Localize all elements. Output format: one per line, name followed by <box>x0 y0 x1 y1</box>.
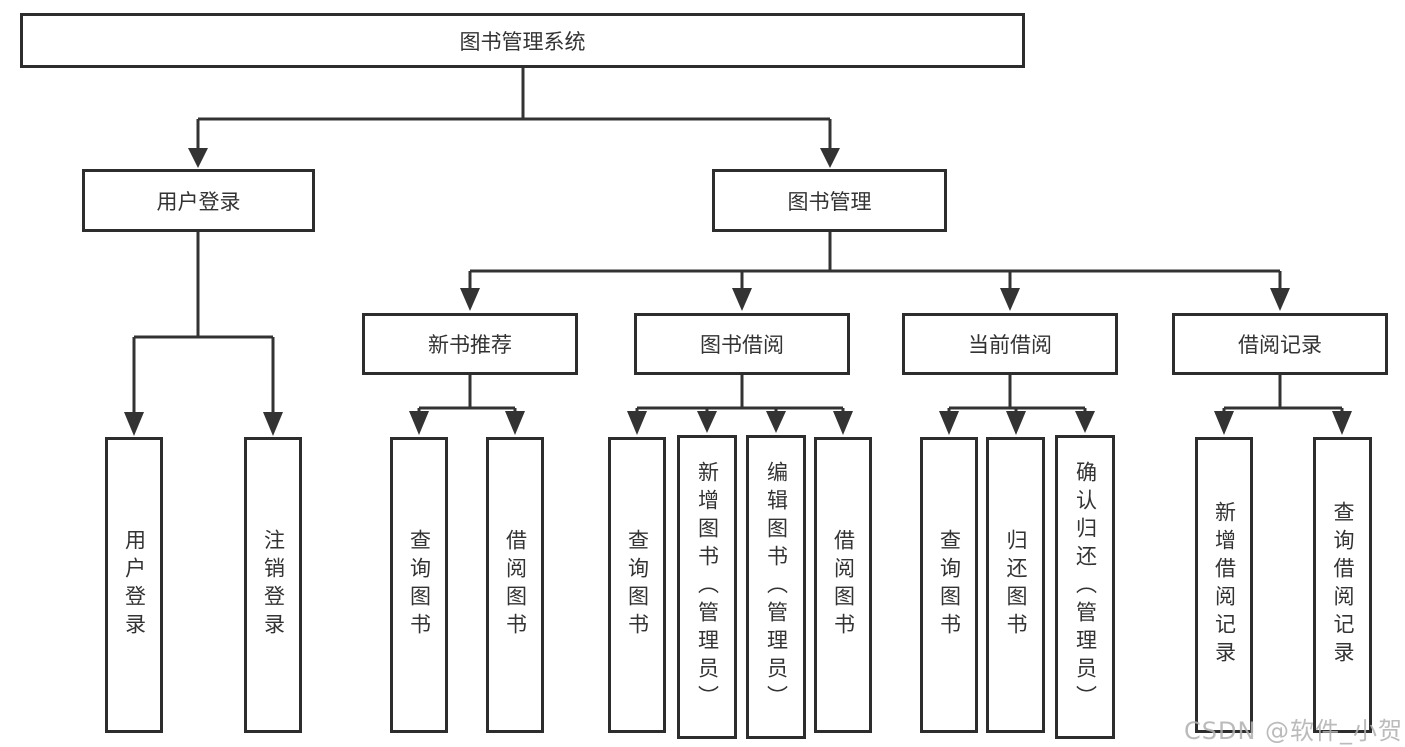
leaf-current-query-books: 查询图书 <box>920 437 978 733</box>
node-user-login: 用户登录 <box>82 169 315 232</box>
leaf-borrow-add-books-admin: 新增图书（管理员） <box>677 435 737 739</box>
node-book-borrow: 图书借阅 <box>634 313 850 375</box>
node-book-management: 图书管理 <box>712 169 947 232</box>
leaf-borrow-borrow-books: 借阅图书 <box>814 437 872 733</box>
leaf-records-add-record: 新增借阅记录 <box>1195 437 1253 733</box>
csdn-watermark: CSDN @软件_小贺同学 <box>1184 717 1405 745</box>
leaf-newbook-query-books: 查询图书 <box>390 437 448 733</box>
leaf-newbook-borrow-books: 借阅图书 <box>486 437 544 733</box>
leaf-user-login: 用户登录 <box>105 437 163 733</box>
node-new-book-recommend: 新书推荐 <box>362 313 578 375</box>
leaf-borrow-query-books: 查询图书 <box>608 437 666 733</box>
leaf-borrow-edit-books-admin: 编辑图书（管理员） <box>746 435 806 739</box>
leaf-current-return-books: 归还图书 <box>986 437 1045 733</box>
leaf-current-confirm-return-admin: 确认归还（管理员） <box>1055 435 1115 739</box>
node-library-system: 图书管理系统 <box>20 13 1025 68</box>
node-current-borrow: 当前借阅 <box>902 313 1118 375</box>
leaf-records-query-record: 查询借阅记录 <box>1313 437 1372 733</box>
leaf-logout: 注销登录 <box>244 437 302 733</box>
arrowheads <box>124 148 1352 436</box>
node-borrow-records: 借阅记录 <box>1172 313 1388 375</box>
